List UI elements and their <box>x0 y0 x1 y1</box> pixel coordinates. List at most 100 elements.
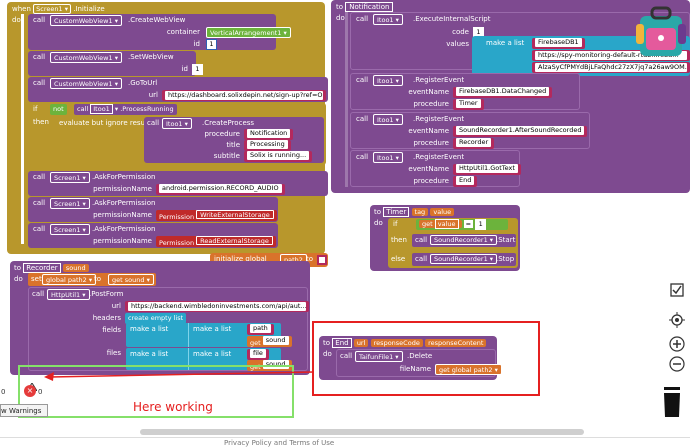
itoo-dropdown[interactable]: Itoo1 ▾ <box>373 114 403 125</box>
method-name: .RegisterEvent <box>413 76 465 84</box>
ask-permission-write[interactable]: call Screen1 ▾ .AskForPermission permiss… <box>28 197 278 222</box>
event-name-text[interactable]: HttpUtil1.GotText <box>453 164 521 175</box>
not-block[interactable]: not <box>50 104 67 115</box>
itoo-dropdown[interactable]: Itoo1 ▾ <box>373 75 403 86</box>
url-text[interactable]: https://backend.wimbledoninvestments.com… <box>125 301 309 312</box>
permission-label: permissionName <box>93 237 152 245</box>
trash-icon[interactable] <box>661 386 683 417</box>
get-value[interactable]: get value <box>419 219 462 229</box>
permission-option[interactable]: Permission WriteExternalStorage <box>156 210 277 221</box>
code-number[interactable]: 1 <box>473 27 484 38</box>
event-name: .Initialize <box>73 5 105 13</box>
zoom-in-icon[interactable] <box>669 336 685 352</box>
procedure-text[interactable]: Notification <box>244 129 294 140</box>
create-empty-list[interactable]: create empty list <box>125 313 187 324</box>
get-sound[interactable]: get sound <box>247 336 292 347</box>
set-webview-block[interactable]: call CustomWebView1 ▾ .SetWebView id 1 <box>28 51 203 76</box>
list-item-3[interactable]: AlzaSyCfPMYdBjLFaQhdc27zX7jq7a26aw9OM... <box>532 62 690 73</box>
permission-label: permissionName <box>93 211 152 219</box>
permission-text[interactable]: android.permission.RECORD_AUDIO <box>156 184 285 195</box>
recorder-dropdown[interactable]: SoundRecorder1 ▾ <box>430 235 498 245</box>
screen-dropdown[interactable]: Screen1 ▾ <box>50 172 90 183</box>
method-name: .Stop <box>496 255 515 263</box>
call-label: call <box>33 79 46 87</box>
file-dropdown[interactable]: TaifunFile1 ▾ <box>355 351 403 362</box>
url-text-block[interactable]: https://dashboard.solixdepin.net/sign-up… <box>162 90 326 101</box>
show-warnings-button[interactable]: w Warnings <box>0 404 48 417</box>
do-label: do <box>323 350 332 358</box>
fields-make-list[interactable]: make a list make a list path get sound <box>126 323 292 347</box>
if-label: if <box>33 105 38 113</box>
recorder-dropdown[interactable]: SoundRecorder1 ▾ <box>430 254 498 264</box>
list-item-2[interactable]: https://spy-monitoring-default-rtdb.fire… <box>532 50 690 61</box>
method-name: .AskForPermission <box>92 225 156 233</box>
then-label: then <box>391 236 407 244</box>
screen-dropdown[interactable]: Screen1 ▾ <box>33 4 71 14</box>
register-event-3[interactable]: call Itoo1 ▾ .RegisterEvent eventName Ht… <box>350 150 521 187</box>
event-name-text[interactable]: FirebaseDB1.DataChanged <box>453 87 553 98</box>
path-text[interactable]: path <box>247 324 274 335</box>
green-highlight-box <box>18 365 294 418</box>
get-sound[interactable]: get sound ▾ <box>108 274 154 285</box>
webview-dropdown[interactable]: CustomWebView1 ▾ <box>50 78 122 89</box>
recorder-start-block[interactable]: call SoundRecorder1 ▾ .Start <box>412 234 516 247</box>
title-label: title <box>226 141 240 149</box>
subtitle-label: subtitle <box>213 152 240 160</box>
register-event-1[interactable]: call Itoo1 ▾ .RegisterEvent eventName Fi… <box>350 73 580 110</box>
recenter-icon[interactable] <box>669 312 685 328</box>
http-dropdown[interactable]: HttpUtil1 ▾ <box>47 289 90 300</box>
method-name: .Delete <box>407 352 433 360</box>
title-text[interactable]: Processing <box>244 140 291 151</box>
privacy-link[interactable]: Privacy Policy and Terms of Use <box>224 439 335 447</box>
webview-dropdown[interactable]: CustomWebView1 ▾ <box>50 15 122 26</box>
make-list-label: make a list <box>486 39 525 47</box>
files-make-list[interactable]: make a list make a list file get sound <box>126 348 292 371</box>
warning-triangle-icon[interactable] <box>26 376 38 392</box>
process-running-block[interactable]: call Itoo1 ▾ .ProcessRunning <box>74 104 177 115</box>
set-global-block[interactable]: set global path2 ▾ to get sound ▾ <box>28 273 156 286</box>
create-process-block[interactable]: call Itoo1 ▾ .CreateProcess procedure No… <box>144 117 324 163</box>
event-header: when Screen1 ▾ .Initialize <box>12 3 105 16</box>
itoo-dropdown[interactable]: Itoo1 ▾ <box>162 118 192 129</box>
screen-dropdown[interactable]: Screen1 ▾ <box>50 198 90 209</box>
procedure-header: to Recorder sound <box>14 262 89 275</box>
procedure-text[interactable]: Timer <box>453 99 484 110</box>
call-label: call <box>147 119 160 127</box>
to-label: to <box>94 275 102 283</box>
list-item-1[interactable]: FirebaseDB1 <box>532 38 585 49</box>
empty-text-block[interactable] <box>317 255 327 265</box>
permission-option[interactable]: Permission ReadExternalStorage <box>156 236 276 247</box>
ask-permission-audio[interactable]: call Screen1 ▾ .AskForPermission permiss… <box>28 171 328 196</box>
subtitle-text[interactable]: Solix is running... <box>244 151 313 162</box>
compare-block[interactable]: get value = 1 <box>416 219 508 230</box>
itoo-dropdown[interactable]: Itoo1 ▾ <box>373 14 403 25</box>
do-label: do <box>12 16 21 24</box>
inner-make-list[interactable]: make a list path get sound <box>188 323 292 347</box>
goto-url-block[interactable]: call CustomWebView1 ▾ .GoToUrl url https… <box>28 77 328 102</box>
init-label: initialize global <box>214 255 267 263</box>
create-webview-block[interactable]: call CustomWebView1 ▾ .CreateWebView con… <box>28 14 291 50</box>
procedure-text[interactable]: End <box>453 176 478 187</box>
global-var-dropdown[interactable]: global path2 ▾ <box>42 274 97 285</box>
register-event-2[interactable]: call Itoo1 ▾ .RegisterEvent eventName So… <box>350 112 590 149</box>
container-component[interactable]: VerticalArrangement1 ▾ <box>206 27 291 38</box>
ask-permission-read[interactable]: call Screen1 ▾ .AskForPermission permiss… <box>28 223 278 248</box>
id-number[interactable]: 1 <box>192 64 203 75</box>
itoo-dropdown[interactable]: Itoo1 ▾ <box>373 152 403 163</box>
procedure-text[interactable]: Recorder <box>453 138 495 149</box>
when-label: when <box>12 5 31 13</box>
collapse-checkbox-icon[interactable] <box>669 283 685 299</box>
error-icon[interactable]: × <box>24 385 36 397</box>
get-global-path[interactable]: get global path2 ▾ <box>435 364 502 375</box>
file-delete-block[interactable]: call TaifunFile1 ▾ .Delete fileName get … <box>336 349 502 377</box>
id-number[interactable]: 1 <box>206 39 217 50</box>
screen-dropdown[interactable]: Screen1 ▾ <box>50 224 90 235</box>
annotation-arrow <box>44 371 315 381</box>
webview-dropdown[interactable]: CustomWebView1 ▾ <box>50 52 122 63</box>
recorder-stop-block[interactable]: call SoundRecorder1 ▾ .Stop <box>412 253 516 266</box>
horizontal-scrollbar[interactable] <box>140 429 584 435</box>
event-name-text[interactable]: SoundRecorder1.AfterSoundRecorded <box>453 126 588 137</box>
zoom-out-icon[interactable] <box>669 356 685 372</box>
file-text[interactable]: file <box>247 349 269 360</box>
